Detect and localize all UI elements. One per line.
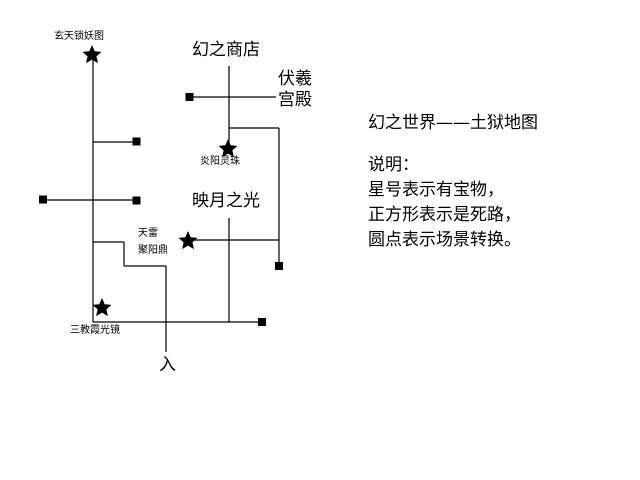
label-entrance: 入 xyxy=(159,355,176,375)
label-xuantian: 玄天锁妖图 xyxy=(54,31,104,42)
star-icon xyxy=(92,298,112,317)
label-fuxi: 伏羲 宫殿 xyxy=(278,69,312,110)
legend-line-square: 正方形表示是死路， xyxy=(368,205,521,225)
treasures xyxy=(82,45,238,317)
label-yingyue: 映月之光 xyxy=(192,191,260,211)
square-icon xyxy=(132,137,141,146)
map-paths xyxy=(43,54,280,352)
square-icon xyxy=(132,196,141,205)
star-icon xyxy=(178,231,198,250)
label-sanjiao: 三教霞光镜 xyxy=(70,325,120,336)
map-legend: 幻之世界——土狱地图 说明： 星号表示有宝物， 正方形表示是死路， 圆点表示场景… xyxy=(368,108,538,253)
square-icon xyxy=(185,93,194,101)
label-shop: 幻之商店 xyxy=(192,40,260,60)
square-icon xyxy=(39,195,47,204)
dead-ends xyxy=(39,93,283,326)
legend-line-star: 星号表示有宝物， xyxy=(368,180,504,200)
legend-title: 幻之世界——土狱地图 xyxy=(368,113,538,133)
legend-heading: 说明： xyxy=(368,155,419,175)
label-yanyang: 炎阳灵珠 xyxy=(200,156,240,167)
square-icon xyxy=(258,318,266,326)
legend-line-dot: 圆点表示场景转换。 xyxy=(368,230,521,250)
star-icon xyxy=(218,139,238,158)
star-icon xyxy=(82,45,102,64)
square-icon xyxy=(275,262,283,270)
label-tianlei: 天雷 聚阳鼎 xyxy=(138,228,168,256)
